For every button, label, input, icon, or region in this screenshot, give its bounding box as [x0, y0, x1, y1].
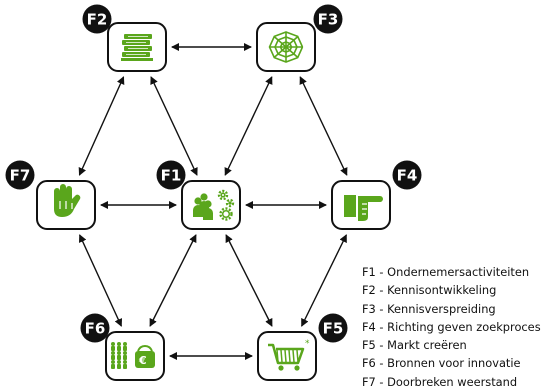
legend-item: F5 - Markt creëren — [362, 338, 467, 353]
node-f7: F7 — [5, 160, 96, 230]
shopping-cart-icon: * — [268, 339, 310, 371]
pointing-hand-icon — [344, 195, 383, 221]
legend-item: F2 - Kennisontwikkeling — [362, 283, 497, 298]
badge-f7: F7 — [5, 160, 35, 190]
arrow-f1-f6 — [149, 234, 197, 327]
svg-text:*: * — [305, 339, 310, 349]
badge-label: F2 — [87, 11, 108, 29]
badge-f6: F6 — [80, 313, 110, 343]
people-money-icon: € — [111, 342, 155, 369]
arrow-f2-f7 — [78, 76, 125, 176]
arrow-f3-f1 — [224, 76, 273, 176]
legend-item: F6 - Bronnen voor innovatie — [362, 356, 521, 371]
legend-item: F7 - Doorbreken weerstand — [362, 374, 518, 389]
node-f1: F1 — [156, 160, 241, 230]
spiderweb-icon — [268, 31, 304, 63]
badge-f4: F4 — [392, 160, 422, 190]
badge-label: F6 — [85, 320, 106, 338]
arrow-f4-f5 — [301, 234, 347, 327]
node-f5: * F5 — [257, 313, 348, 381]
badge-f2: F2 — [82, 4, 112, 34]
arrow-f7-f6 — [78, 234, 123, 327]
badge-f5: F5 — [318, 313, 348, 343]
badge-label: F4 — [397, 167, 418, 185]
legend: F1 - Ondernemersactiviteiten F2 - Kenniso… — [362, 263, 547, 391]
badge-label: F5 — [323, 320, 344, 338]
connections — [78, 43, 348, 360]
svg-text:€: € — [138, 354, 147, 367]
legend-item: F3 - Kennisverspreiding — [362, 301, 496, 316]
badge-label: F7 — [10, 167, 31, 185]
arrow-f3-f4 — [299, 76, 348, 176]
legend-item: F4 - Richting geven zoekproces — [362, 319, 541, 334]
badge-f1: F1 — [156, 160, 186, 190]
books-icon — [121, 34, 153, 61]
node-f3: F3 — [256, 4, 343, 72]
node-f2: F2 — [82, 4, 167, 72]
arrow-f1-f5 — [225, 234, 273, 327]
badge-f3: F3 — [313, 4, 343, 34]
badge-label: F3 — [318, 11, 339, 29]
node-f4: F4 — [331, 160, 422, 230]
legend-item: F1 - Ondernemersactiviteiten — [362, 265, 530, 279]
people-gears-icon — [193, 189, 235, 221]
badge-label: F1 — [161, 167, 182, 185]
raised-hand-icon — [54, 184, 81, 217]
arrow-f2-f1 — [150, 76, 198, 176]
node-f6: € F6 — [80, 313, 165, 381]
